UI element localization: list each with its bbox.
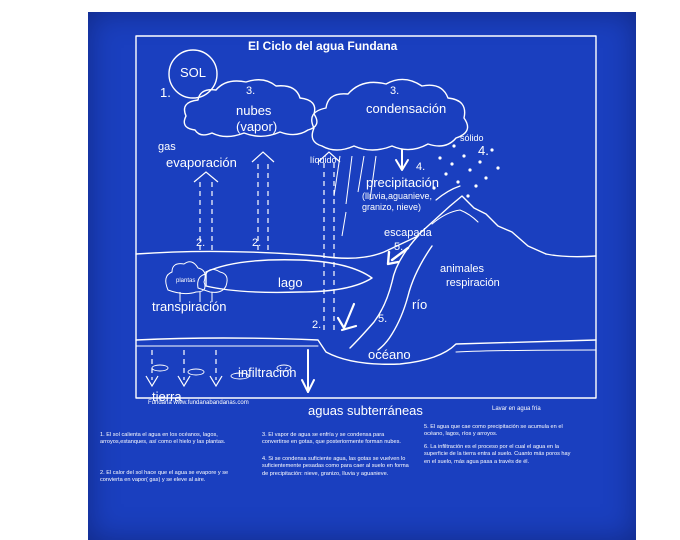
label-nubes: nubes — [236, 103, 272, 118]
snow-icon — [432, 144, 500, 198]
label-step-3-condensation: 3. — [390, 85, 400, 97]
label-step-2a: 2. — [196, 237, 206, 249]
cloud-vapor-icon — [183, 79, 318, 138]
note-1: 1. El sol calienta el agua en los océano… — [100, 432, 226, 446]
note-4: 4. Si se condensa suficiente agua, las g… — [262, 456, 409, 477]
label-plantas: plantas — [176, 278, 196, 284]
diagram-frame — [135, 35, 597, 399]
label-gas: gas — [158, 141, 176, 153]
label-sol: SOL — [180, 65, 207, 80]
label-step-2c: 2. — [312, 319, 322, 331]
label-transpiracion: transpiración — [152, 299, 227, 314]
label-step-1: 1. — [160, 85, 171, 100]
label-step-2b: 2. — [252, 237, 262, 249]
label-precip-detail-2: granizo, nieve) — [362, 202, 422, 212]
plants-icon — [165, 261, 228, 302]
label-lago: lago — [278, 275, 303, 290]
label-wash-instructions: Lavar en agua fría — [492, 406, 541, 412]
label-rio: río — [412, 297, 428, 312]
label-step-5a: 5. — [394, 241, 404, 253]
bandana-fabric — [88, 12, 636, 540]
diagram-title: El Ciclo del agua Fundana — [248, 39, 398, 53]
label-animales: animales — [440, 263, 485, 275]
rain-icon — [333, 155, 377, 237]
label-oceano: océano — [368, 347, 411, 362]
label-respiracion: respiración — [446, 277, 500, 289]
note-6: 6. La infiltración es el proceso por el … — [424, 444, 571, 465]
label-step-4: 4. — [478, 143, 489, 158]
label-solido: sólido — [460, 133, 484, 143]
label-step-5b: 5. — [378, 313, 388, 325]
label-infiltracion: infiltración — [238, 365, 297, 380]
label-step-4b: 4. — [416, 161, 426, 173]
label-liquido: líquido — [310, 155, 337, 165]
note-3: 3. El vapor de agua se enfría y se conde… — [262, 432, 401, 446]
note-5: 5. El agua que cae como precipitación se… — [424, 424, 563, 438]
mountain-icon — [417, 195, 547, 255]
label-escapada: escapada — [384, 227, 432, 239]
label-vapor: (vapor) — [236, 119, 278, 134]
label-step-3-clouds: 3. — [246, 85, 256, 97]
label-precip-detail-1: (lluvia,aguanieve, — [362, 191, 433, 201]
lake-icon — [205, 259, 373, 294]
note-2: 2. El calor del sol hace que el agua se … — [100, 470, 229, 484]
label-condensacion: condensación — [366, 101, 447, 116]
label-evaporacion: evaporación — [166, 155, 237, 170]
cloud-condensation-icon — [311, 78, 469, 151]
label-website: Fundana www.fundanabandanas.com — [148, 400, 249, 406]
label-precipitacion: precipitación — [366, 175, 439, 190]
label-tierra: tierra — [152, 389, 182, 404]
label-aguas-subterraneas: aguas subterráneas — [308, 403, 423, 418]
sun-icon — [168, 49, 218, 99]
